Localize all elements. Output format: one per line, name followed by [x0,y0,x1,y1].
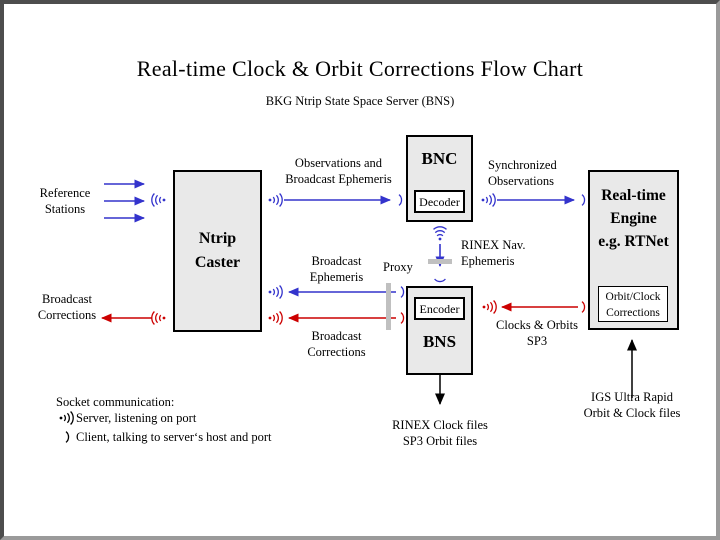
server-socket-icon [151,193,166,207]
label-igs-ultra-rapid: IGS Ultra Rapid Orbit & Clock files [583,390,681,420]
label-reference-stations: Reference Stations [39,186,91,216]
client-socket-icon [400,312,405,324]
bnc-label: BNC [421,149,458,168]
orbit-clock-corrections-box: Orbit/Clock Corrections [598,286,668,322]
ntrip-caster-box: Ntrip Caster [173,170,262,332]
server-socket-icon [59,411,74,425]
server-socket-icon [268,311,283,325]
label-broadcast-ephemeris: Broadcast Ephemeris [309,254,364,284]
server-socket-icon [268,285,283,299]
server-socket-icon [433,226,447,241]
legend-client-text: Client, talking to server‘s host and por… [76,430,272,444]
label-observations: Observations and Broadcast Ephemeris [285,156,392,186]
legend-title: Socket communication: [56,395,175,409]
server-socket-icon [151,311,166,325]
label-synchronized-observations: Synchronized Observations [488,158,557,188]
client-socket-icon [434,278,446,283]
server-socket-icon [482,300,497,314]
bns-box: Encoder BNS [406,286,473,375]
label-broadcast-corrections-left: Broadcast Corrections [37,292,97,322]
label-clocks-orbits-sp3: Clocks & Orbits SP3 [496,318,578,348]
bnc-box: BNC Decoder [406,135,473,222]
page-subtitle: BKG Ntrip State Space Server (BNS) [265,94,455,108]
label-proxy: Proxy [383,260,413,274]
server-socket-icon [481,193,496,207]
decoder-box: Decoder [414,190,465,213]
proxy-bar-vertical [386,283,391,330]
ntrip-caster-label: Ntrip Caster [194,230,241,271]
bns-label: BNS [422,332,457,351]
client-socket-icon [581,301,586,313]
label-rinex-clock-files: RINEX Clock files SP3 Orbit files [392,418,488,448]
realtime-engine-label: Real-time Engine e.g. RTNet [598,187,669,250]
encoder-box: Encoder [414,297,465,320]
server-socket-icon [268,193,283,207]
client-socket-icon [400,286,405,298]
proxy-bar-horizontal [428,259,452,264]
client-socket-icon [65,431,70,443]
page-title: Real-time Clock & Orbit Corrections Flow… [136,56,584,81]
label-rinex-nav-ephemeris: RINEX Nav. Ephemeris [461,238,526,268]
label-broadcast-corrections-bottom: Broadcast Corrections [307,329,366,359]
legend-server-text: Server, listening on port [76,411,197,425]
realtime-engine-box: Real-time Engine e.g. RTNet Orbit/Clock … [588,170,679,330]
client-socket-icon [398,194,403,206]
client-socket-icon [581,194,586,206]
